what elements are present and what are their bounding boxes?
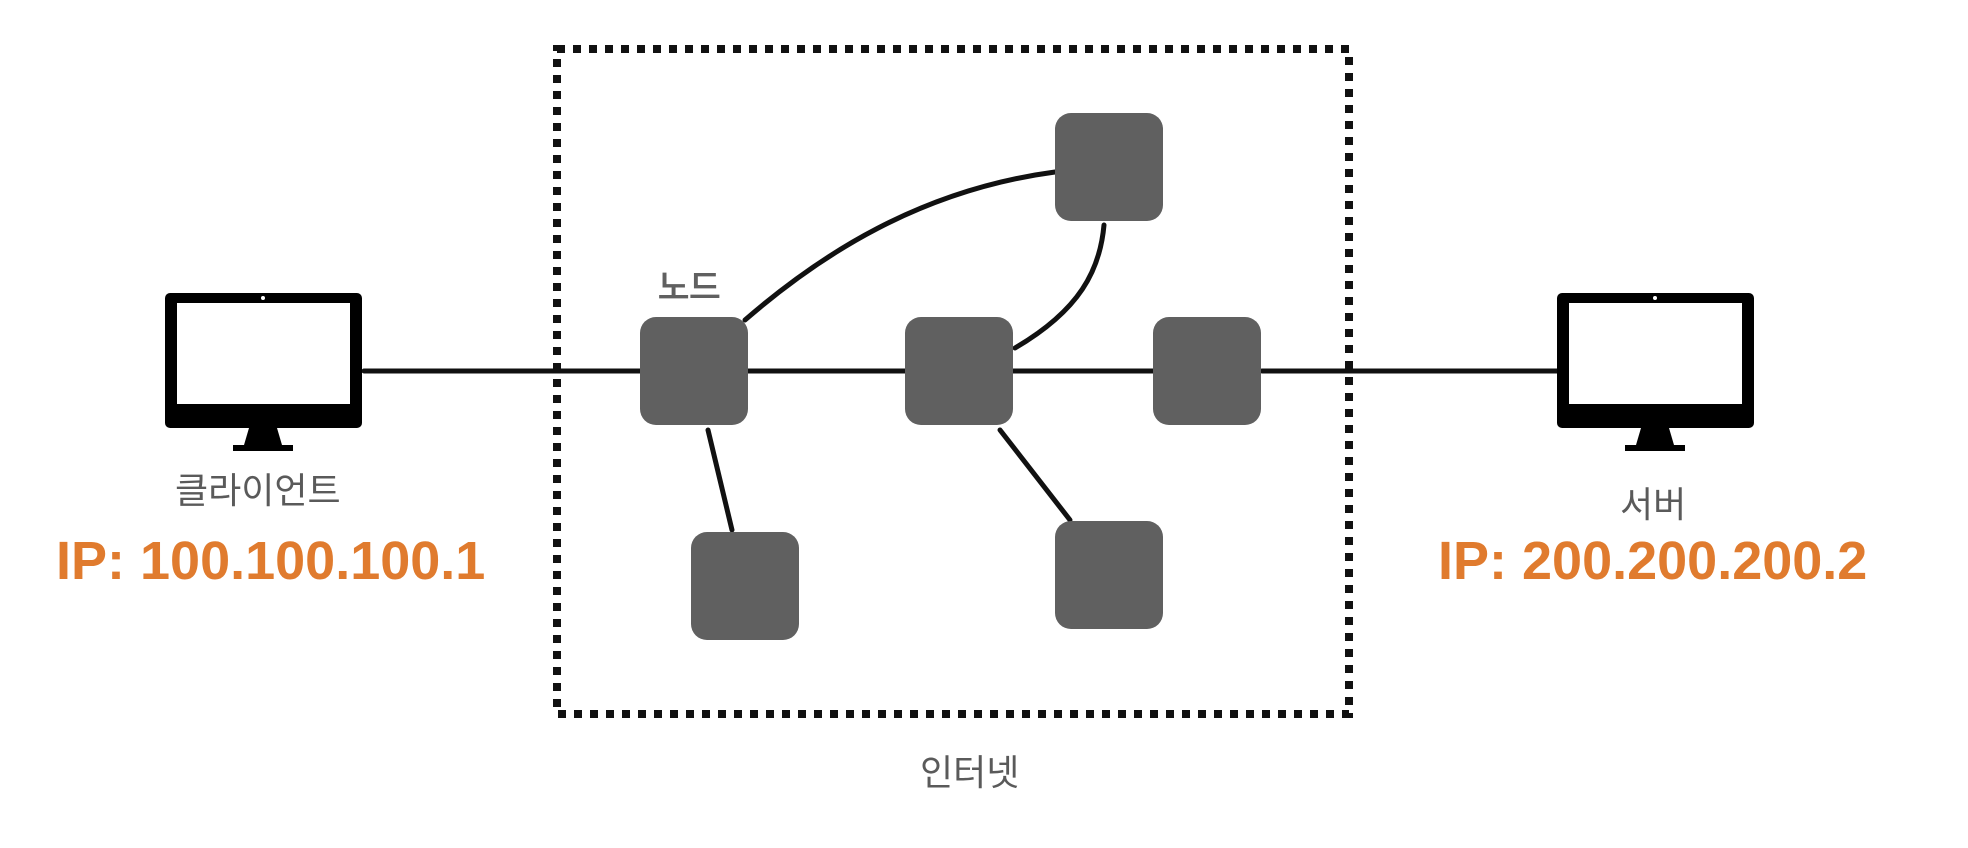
internet-boundary (553, 45, 1353, 718)
node-4 (1153, 317, 1261, 425)
link-node1-node2 (742, 169, 1058, 323)
server-ip-address: IP: 200.200.200.2 (1438, 531, 1868, 591)
server-monitor-icon (1557, 293, 1754, 451)
node-3 (905, 317, 1013, 425)
link-node3-node2 (1012, 222, 1107, 351)
client-label: 클라이언트 (175, 471, 341, 512)
link-node3-node6 (997, 427, 1073, 523)
server-label: 서버 (1620, 485, 1687, 526)
client-monitor-icon (165, 293, 362, 451)
link-node1-node5 (705, 427, 735, 533)
internet-label: 인터넷 (920, 753, 1020, 794)
node-label: 노드 (658, 268, 721, 308)
node-5 (691, 532, 799, 640)
nodes (640, 113, 1261, 640)
node-6 (1055, 521, 1163, 629)
node-2 (1055, 113, 1163, 221)
node-1 (640, 317, 748, 425)
connection-lines (361, 169, 1560, 533)
client-ip-address: IP: 100.100.100.1 (56, 531, 486, 591)
